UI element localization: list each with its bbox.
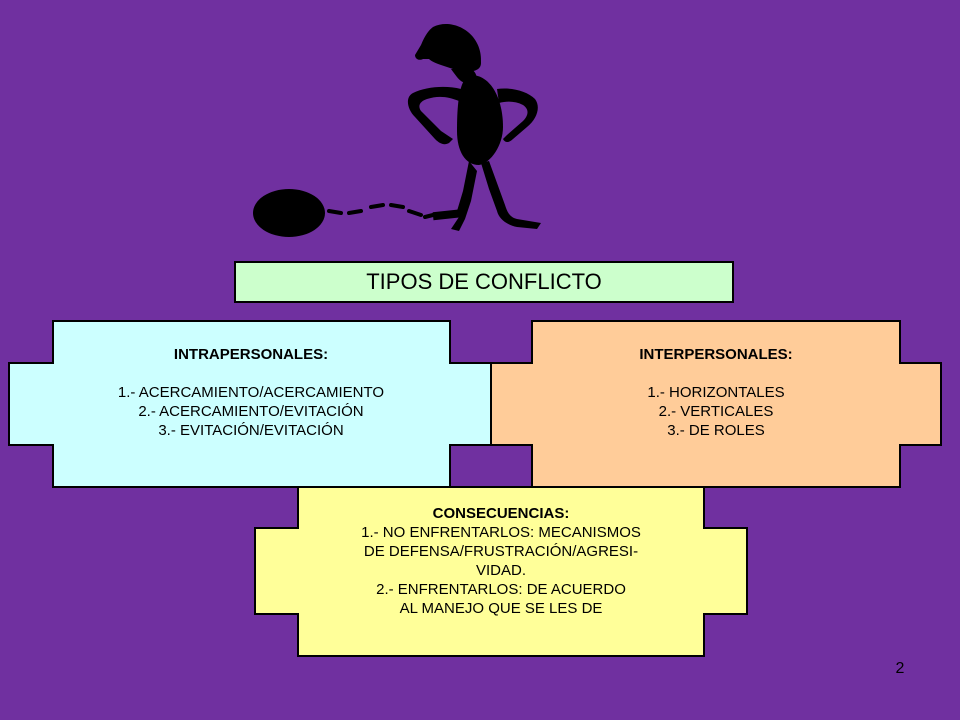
intrapersonal-item: 3.- EVITACIÓN/EVITACIÓN	[158, 422, 344, 439]
page-number: 2	[895, 660, 905, 677]
title-box: TIPOS DE CONFLICTO	[234, 261, 734, 303]
consequences-box: CONSECUENCIAS: 1.- NO ENFRENTARLOS: MECA…	[254, 486, 748, 657]
interpersonal-item: 1.- HORIZONTALES	[647, 384, 785, 401]
consequences-line: DE DEFENSA/FRUSTRACIÓN/AGRESI-	[363, 543, 639, 560]
interpersonal-box: INTERPERSONALES: 1.- HORIZONTALES 2.- VE…	[490, 320, 942, 488]
interpersonal-item: 3.- DE ROLES	[667, 422, 765, 439]
consequences-line: 1.- NO ENFRENTARLOS: MECANISMOS	[361, 524, 641, 541]
intrapersonal-item: 2.- ACERCAMIENTO/EVITACIÓN	[138, 403, 364, 420]
consequences-line: VIDAD.	[475, 562, 526, 579]
interpersonal-shape	[490, 320, 942, 488]
intrapersonal-box: INTRAPERSONALES: 1.- ACERCAMIENTO/ACERCA…	[8, 320, 494, 488]
consequences-shape	[254, 486, 748, 657]
stick-figure-ball-and-chain-icon	[253, 24, 541, 237]
consequences-heading: CONSECUENCIAS:	[432, 505, 570, 522]
intrapersonal-heading: INTRAPERSONALES:	[173, 346, 329, 363]
intrapersonal-item: 1.- ACERCAMIENTO/ACERCAMIENTO	[117, 384, 385, 401]
diagram-title: TIPOS DE CONFLICTO	[366, 269, 602, 294]
interpersonal-item: 2.- VERTICALES	[658, 403, 774, 420]
consequences-line: AL MANEJO QUE SE LES DE	[399, 600, 603, 617]
interpersonal-heading: INTERPERSONALES:	[639, 346, 793, 363]
consequences-line: 2.- ENFRENTARLOS: DE ACUERDO	[376, 581, 626, 598]
